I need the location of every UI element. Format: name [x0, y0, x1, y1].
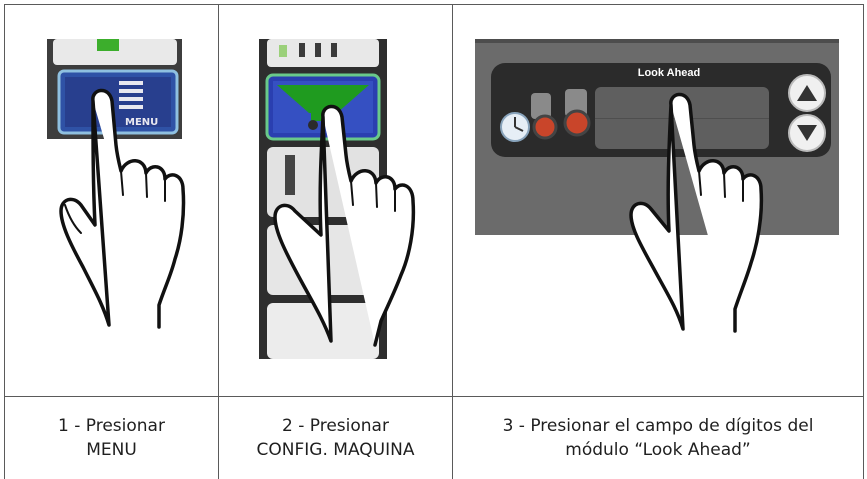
step-3-line-1: 3 - Presionar el campo de dígitos del: [503, 414, 814, 438]
step-2-line-2: CONFIG. MAQUINA: [257, 438, 415, 462]
step-3-image: Look Ahead: [453, 5, 863, 396]
module-title: Look Ahead: [638, 67, 701, 79]
menu-icon[interactable]: MENU: [59, 71, 177, 133]
step-3-line-2: módulo “Look Ahead”: [503, 438, 814, 462]
arrow-down-button[interactable]: [789, 115, 825, 151]
step-1-line-1: 1 - Presionar: [58, 414, 165, 438]
step-2-line-1: 2 - Presionar: [257, 414, 415, 438]
step-3-caption: 3 - Presionar el campo de dígitos del mó…: [453, 397, 863, 479]
step-1-image: MENU: [5, 5, 218, 396]
arrow-up-button[interactable]: [789, 75, 825, 111]
step-2-caption: 2 - Presionar CONFIG. MAQUINA: [219, 397, 452, 479]
look-ahead-module: Look Ahead: [491, 63, 831, 157]
step-1-line-2: MENU: [58, 438, 165, 462]
clock-icon: [501, 113, 529, 141]
table-border-right: [863, 4, 864, 479]
step-1-caption: 1 - Presionar MENU: [5, 397, 218, 479]
svg-text:MENU: MENU: [125, 117, 158, 128]
step-2-image: [219, 5, 452, 396]
